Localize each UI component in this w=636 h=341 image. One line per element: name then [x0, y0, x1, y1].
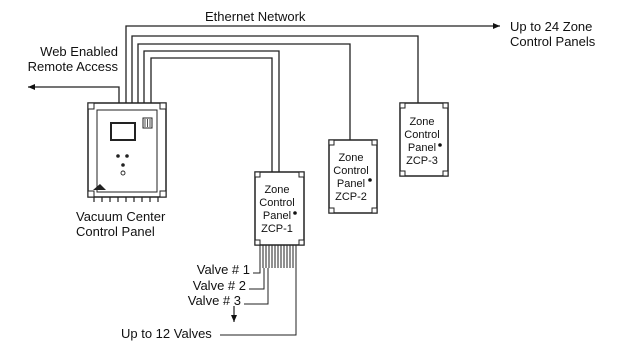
ethernet-network-label: Ethernet Network	[205, 9, 306, 24]
expansion-line-2: Control Panels	[510, 34, 596, 49]
remote-access-label: Web Enabled Remote Access	[10, 44, 118, 74]
main-panel-label: Vacuum Center Control Panel	[76, 209, 165, 239]
expansion-line-1: Up to 24 Zone	[510, 19, 593, 34]
zcp-3-label: Zone Control Panel ZCP-3	[400, 116, 444, 168]
zcp-2-label: Zone Control Panel ZCP-2	[329, 152, 373, 204]
zcp-label-line: Control	[333, 165, 369, 177]
remote-access-line-1: Web Enabled	[40, 44, 118, 59]
zcp-label-line: Panel	[262, 210, 292, 222]
zcp-label-line: ZCP-2	[335, 191, 367, 203]
zcp-label-line: Zone	[409, 116, 435, 128]
zcp-1-label: Zone Control Panel ZCP-1	[255, 184, 299, 236]
main-panel-line-1: Vacuum Center	[76, 209, 166, 224]
zcp-label-line: Zone	[264, 184, 290, 196]
zcp-label-line: Panel	[336, 178, 366, 190]
warning-label-icon	[93, 184, 106, 190]
remote-access-line-2: Remote Access	[27, 59, 118, 74]
zcp-label-line: ZCP-1	[261, 223, 293, 235]
main-panel-line-2: Control Panel	[76, 224, 155, 239]
status-led	[368, 178, 372, 182]
expansion-label: Up to 24 Zone Control Panels	[510, 19, 595, 49]
display-screen	[110, 122, 136, 141]
zone-control-panel-zcp-2	[328, 139, 378, 214]
valve-2-label: Valve # 2	[192, 278, 246, 293]
zcp-label-line: Control	[404, 129, 440, 141]
vacuum-center-control-panel	[87, 102, 167, 202]
zcp-label-line: Zone	[338, 152, 364, 164]
ethernet-wires	[125, 23, 500, 172]
status-led	[438, 143, 442, 147]
remote-access-arrow	[28, 84, 120, 104]
valve-1-label: Valve # 1	[196, 262, 250, 277]
zcp-label-line: ZCP-3	[406, 155, 438, 167]
zone-control-panel-zcp-1	[254, 171, 305, 246]
status-led	[293, 211, 297, 215]
zone-control-panel-zcp-3	[399, 102, 449, 177]
valves-more-label: Up to 12 Valves	[121, 326, 212, 341]
zcp-label-line: Control	[259, 197, 295, 209]
valve-wires	[220, 245, 297, 336]
valve-3-label: Valve # 3	[187, 293, 241, 308]
zcp-label-line: Panel	[407, 142, 437, 154]
